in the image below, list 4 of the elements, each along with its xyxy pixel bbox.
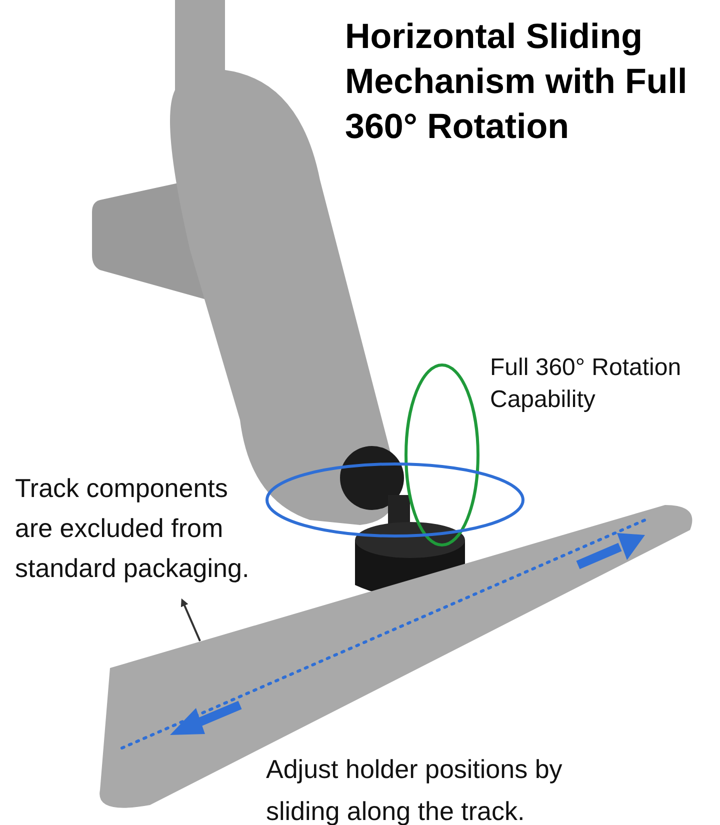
title: Horizontal Sliding Mechanism with Full 360° Rotation xyxy=(345,16,688,148)
annotation-text: Full 360° Rotation Capability xyxy=(490,353,682,415)
arrow xyxy=(180,598,201,642)
note-text: Track components are excluded from standard packaging. xyxy=(15,468,260,588)
